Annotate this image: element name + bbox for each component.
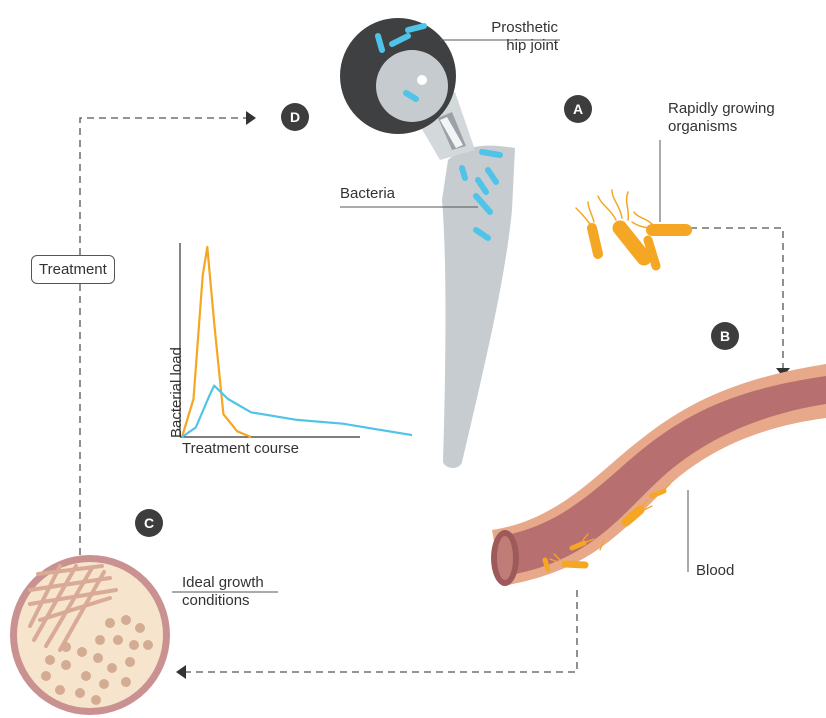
ideal-label-line1: Ideal growth: [182, 574, 264, 592]
blood-label: Blood: [696, 562, 734, 580]
arrowhead-d: [246, 111, 256, 125]
chart-x-label: Treatment course: [182, 440, 299, 457]
blood-vessel: [491, 364, 826, 586]
rapid-label-line2: organisms: [668, 118, 775, 136]
rapid-organisms-label: Rapidly growing organisms: [668, 100, 775, 136]
rapid-organisms: [576, 140, 686, 266]
arrowhead-c: [176, 665, 186, 679]
chart-y-label: Bacterial load: [168, 347, 185, 438]
prosthetic-label-line2: hip joint: [440, 37, 558, 55]
connector-c-to-d: [80, 118, 248, 555]
chart-series-line-1: [182, 247, 251, 437]
badge-b: B: [711, 322, 739, 350]
treatment-box: Treatment: [31, 255, 115, 284]
chart-series-line-2: [182, 386, 412, 437]
rapid-label-line1: Rapidly growing: [668, 100, 775, 118]
badge-d: D: [281, 103, 309, 131]
hip-implant: [340, 18, 560, 468]
connector-a-to-b: [690, 228, 783, 368]
implant-ball: [376, 50, 448, 122]
ideal-growth-label: Ideal growth conditions: [182, 574, 264, 610]
badge-a: A: [564, 95, 592, 123]
badge-c: C: [135, 509, 163, 537]
prosthetic-label: Prosthetic hip joint: [440, 19, 558, 55]
implant-stem: [442, 146, 515, 468]
implant-ball-hole: [417, 75, 427, 85]
bacteria-label: Bacteria: [340, 185, 395, 203]
bacterial-load-chart: [180, 243, 412, 437]
prosthetic-label-line1: Prosthetic: [440, 19, 558, 37]
vessel-inner: [500, 376, 826, 576]
ideal-label-line2: conditions: [182, 592, 264, 610]
